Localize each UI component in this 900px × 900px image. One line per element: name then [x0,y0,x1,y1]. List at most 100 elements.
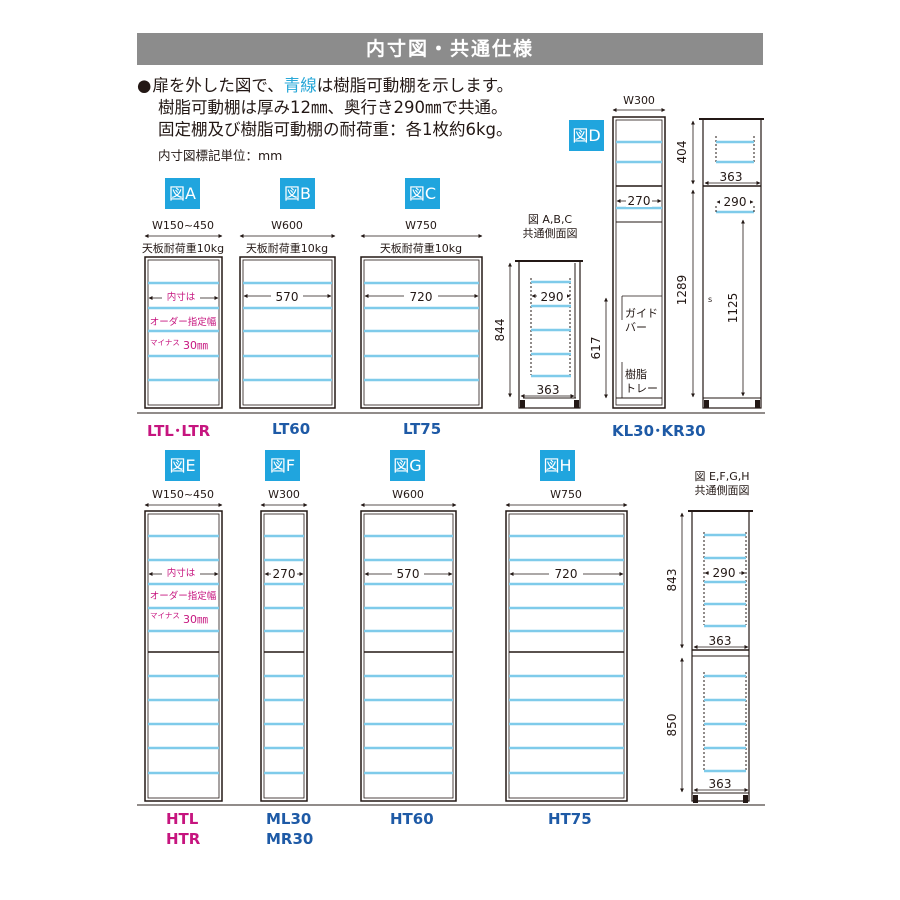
model-label-f-2: MR30 [266,830,314,848]
tray-label-1: 樹脂 [625,367,647,381]
shelf-depth-label-abc: 290 [541,290,564,304]
top-depth-label-d: 363 [720,170,743,184]
cabinet-inner-c [363,259,480,406]
minus-label-e: マイナス [150,611,180,620]
cabinet-body-f [260,510,308,802]
figure-a-cabinet: W150~450 天板耐荷重10kg 内寸は オーダー指定幅 マイナス 30㎜ [142,219,224,409]
label-bg [720,195,750,208]
width-label-c: W750 [405,219,437,232]
width-label-a: W150~450 [152,219,214,232]
cabinet-body-b [239,256,336,409]
note-line-3: 固定棚及び樹脂可動棚の耐荷重：各1枚約6kg。 [158,120,513,139]
unit-note: 内寸図標記単位：mm [158,148,283,163]
inner-label-a: 内寸は [167,291,196,303]
top-load-a: 天板耐荷重10kg [142,241,224,255]
badge-figure-e: 図E [165,450,200,481]
model-label-d: KL30･KR30 [612,422,706,440]
cabinet-inner-g [363,513,454,799]
cabinet-body-a [144,256,223,409]
guide-bar-label-1: ガイド [625,307,658,320]
minus-label-a: マイナス [150,338,180,347]
side-view-efgh-title-line-2: 共通側面図 [694,484,750,497]
figure-f-cabinet: W300 270 [260,488,308,802]
upper-height-label-d: 404 [675,141,689,164]
cabinet-inner-b [242,259,333,406]
width-label-h: W750 [550,488,582,501]
cabinet-body-d [612,116,666,409]
top-load-b: 天板耐荷重10kg [246,241,328,255]
total-height-label-d: 1289 [675,275,689,306]
cabinet-inner-d [615,119,663,406]
width-label-e: W150~450 [152,488,214,501]
order-width-label-e: オーダー指定幅 [150,590,217,602]
model-label-g: HT60 [390,810,434,828]
model-label-f-1: ML30 [266,810,312,828]
note-line-1-post: は樹脂可動棚を示します。 [316,76,514,95]
model-label-e-1: HTL [166,810,199,828]
cabinet-inner-a [147,259,220,406]
shelf-height-label-d: 1125 [726,293,740,324]
foot [704,400,709,408]
guide-bar-label-2: バー [625,321,647,334]
page-title: 内寸図・共通仕様 [137,33,763,65]
badge-figure-d: 図D [569,120,604,151]
blue-line-keyword: 青線 [283,76,317,95]
inner-label-g: 570 [397,567,420,581]
figure-g-cabinet: W600 570 [360,488,457,802]
foot [693,795,698,803]
label-bg [404,289,438,303]
upper-depth-label-efgh: 363 [709,634,732,648]
figure-h-cabinet: W750 720 [505,488,628,802]
badge-figure-h: 図H [540,450,575,481]
width-label-b: W600 [271,219,303,232]
cabinet-inner-e [147,513,220,799]
cabinet-body-h [505,510,628,802]
inner-label-f: 270 [273,567,296,581]
model-label-c: LT75 [403,420,442,438]
badge-figure-f: 図F [265,450,300,481]
width-label-f: W300 [268,488,300,501]
figure-b-cabinet: W600 天板耐荷重10kg 570 [239,219,336,409]
side-view-abc-title-line-2: 共通側面図 [522,227,578,240]
inner-label-c: 720 [410,290,433,304]
inner-label-d: 270 [628,194,651,208]
label-bg [271,289,303,303]
inner-label-h: 720 [555,567,578,581]
label-bg [626,194,652,207]
label-bg [716,170,746,182]
width-label-d: W300 [623,94,655,107]
figure-d-side-view: 363 290 1125 s 404 1289 [675,118,764,409]
side-view-efgh-title-line-1: 図 E,F,G,H [694,470,750,483]
minus-value-a: 30㎜ [183,339,208,352]
label-bg [549,567,583,580]
label-bg [392,567,424,580]
lower-height-label-d: 617 [589,337,603,360]
foot [743,795,748,803]
foot [755,400,760,408]
note-line-1-pre: 扉を外した図で、 [152,76,284,95]
label-bg [704,634,736,646]
inner-label-e: 内寸は [167,567,196,579]
figure-d-cabinet: W300 270 ガイド バー 樹脂 トレー 617 [589,94,666,409]
height-label-abc: 844 [493,319,507,342]
model-label-h: HT75 [548,810,592,828]
cabinet-body-g [360,510,457,802]
shelf-depth-label-efgh: 290 [713,566,736,580]
bullet: ● [137,76,152,95]
label-bg [704,777,736,789]
lower-height-label-efgh: 850 [665,714,679,737]
minus-value-e: 30㎜ [183,613,208,626]
lower-depth-label-efgh: 363 [709,777,732,791]
cabinet-body-e [144,510,223,802]
foot [520,400,525,408]
badge-figure-c: 図C [405,178,440,209]
label-bg [537,289,567,303]
badge-figure-g: 図G [390,450,425,481]
marker-d: s [708,295,712,304]
tray-label-2: トレー [625,382,658,395]
foot [574,400,579,408]
figure-c-cabinet: W750 天板耐荷重10kg 720 [360,219,483,409]
